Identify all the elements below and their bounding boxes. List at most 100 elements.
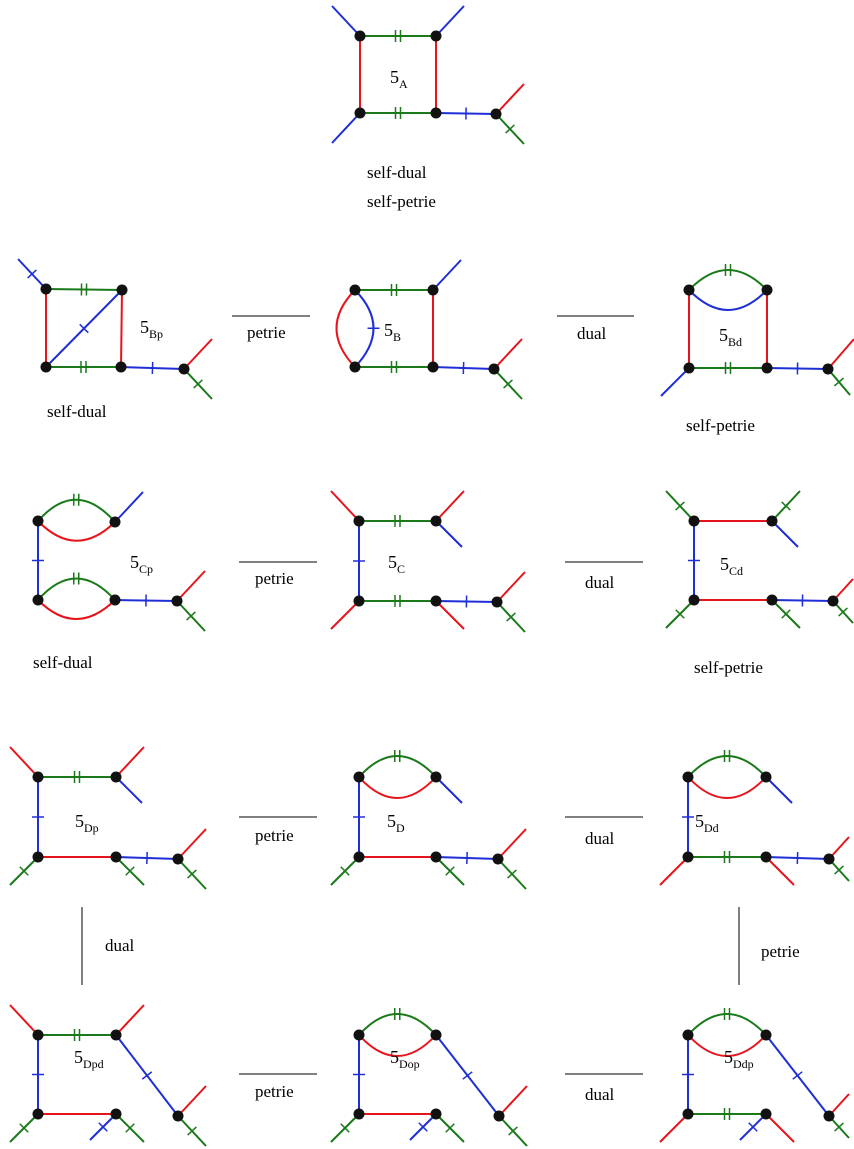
relation-5Cp-5C: petrie <box>239 561 317 588</box>
vertex <box>761 284 773 296</box>
vertex <box>760 1108 772 1120</box>
edge <box>659 1113 689 1143</box>
vertex <box>827 595 839 607</box>
edge <box>765 776 793 804</box>
relation-label: dual <box>577 324 607 343</box>
edge-tick-mark <box>187 869 197 879</box>
edge-curved <box>688 289 768 311</box>
edge-tick-mark <box>675 501 685 511</box>
relation-5Dp-5Dpd: dual <box>81 907 135 985</box>
label-5Dpd: 5Dpd <box>74 1047 104 1071</box>
edge <box>765 856 795 886</box>
edge <box>115 1004 145 1036</box>
vertex <box>682 1029 694 1041</box>
edge-tick-mark <box>445 866 455 876</box>
edge-curved <box>688 269 768 291</box>
vertex <box>109 594 121 606</box>
edge-tick-mark <box>445 1123 455 1133</box>
vertex <box>822 363 834 375</box>
edge-tick-mark <box>125 866 135 876</box>
vertex <box>172 1110 184 1122</box>
edge-tick-mark <box>462 1071 473 1080</box>
caption-5A-self-petrie: self-petrie <box>367 192 436 211</box>
edge <box>498 1085 528 1117</box>
vertex <box>430 771 442 783</box>
vertex <box>760 771 772 783</box>
caption-5Bp-self-dual: self-dual <box>47 402 107 421</box>
vertex <box>32 771 44 783</box>
edge-tick-mark <box>340 1123 350 1133</box>
label-5C: 5C <box>388 552 405 576</box>
edge <box>115 776 143 804</box>
vertex <box>430 1029 442 1041</box>
edge-tick-mark <box>506 612 516 622</box>
relation-label: petrie <box>255 1082 294 1101</box>
vertex <box>110 1108 122 1120</box>
edge <box>183 338 213 370</box>
relation-label: dual <box>105 936 135 955</box>
edge-tick-mark <box>508 1126 518 1136</box>
edges-layer <box>9 5 854 1147</box>
vertex <box>354 107 366 119</box>
vertex <box>349 361 361 373</box>
edge <box>659 856 689 886</box>
edge-tick-mark <box>505 124 515 134</box>
label-5Cp: 5Cp <box>130 552 153 576</box>
vertex <box>32 851 44 863</box>
vertex <box>353 595 365 607</box>
edge-curved <box>358 1013 437 1036</box>
vertex <box>493 1110 505 1122</box>
vertex <box>430 851 442 863</box>
vertex <box>32 1029 44 1041</box>
label-5B: 5B <box>384 320 401 344</box>
vertex <box>427 361 439 373</box>
edge <box>115 746 145 778</box>
edge <box>9 1004 39 1036</box>
edge-curved <box>687 1013 767 1036</box>
vertex <box>353 1029 365 1041</box>
relation-5D-5Dd: dual <box>565 816 643 848</box>
label-5A: 5A <box>390 67 408 91</box>
vertex <box>761 362 773 374</box>
vertex <box>427 284 439 296</box>
edge-tick-mark <box>748 1122 758 1132</box>
vertex <box>430 595 442 607</box>
edge-tick-mark <box>27 269 37 279</box>
edge <box>765 1113 795 1143</box>
vertex <box>430 1108 442 1120</box>
edge <box>330 600 360 630</box>
edge <box>120 289 123 368</box>
vertex <box>490 108 502 120</box>
edge-tick-mark <box>19 866 29 876</box>
edge <box>495 83 525 115</box>
edge <box>176 570 206 602</box>
edge <box>496 571 526 603</box>
vertex <box>109 516 121 528</box>
caption-5A-self-dual: self-dual <box>367 163 427 182</box>
edge-curved <box>687 1034 767 1057</box>
label-5Bp: 5Bp <box>140 317 163 341</box>
vertex <box>115 361 127 373</box>
edge-tick-mark <box>503 379 513 389</box>
edge <box>177 1085 207 1117</box>
edge-curved <box>37 498 116 523</box>
vertex <box>688 594 700 606</box>
edge-curved <box>37 577 116 601</box>
vertex <box>40 361 52 373</box>
caption-5Cp-self-dual: self-dual <box>33 653 93 672</box>
relation-label: dual <box>585 1085 615 1104</box>
edge-tick-mark <box>507 869 517 879</box>
caption-5Bd-self-petrie: self-petrie <box>686 416 755 435</box>
vertex <box>488 363 500 375</box>
vertex <box>823 853 835 865</box>
relation-label: petrie <box>255 826 294 845</box>
vertex <box>353 515 365 527</box>
label-5Cd: 5Cd <box>720 554 743 578</box>
edge-tick-mark <box>833 377 845 387</box>
relation-5Dpd-5Dop: petrie <box>239 1073 317 1101</box>
edge <box>435 600 465 630</box>
label-5Dop: 5Dop <box>390 1047 420 1071</box>
edge-tick-mark <box>79 323 89 334</box>
edge <box>497 828 527 860</box>
